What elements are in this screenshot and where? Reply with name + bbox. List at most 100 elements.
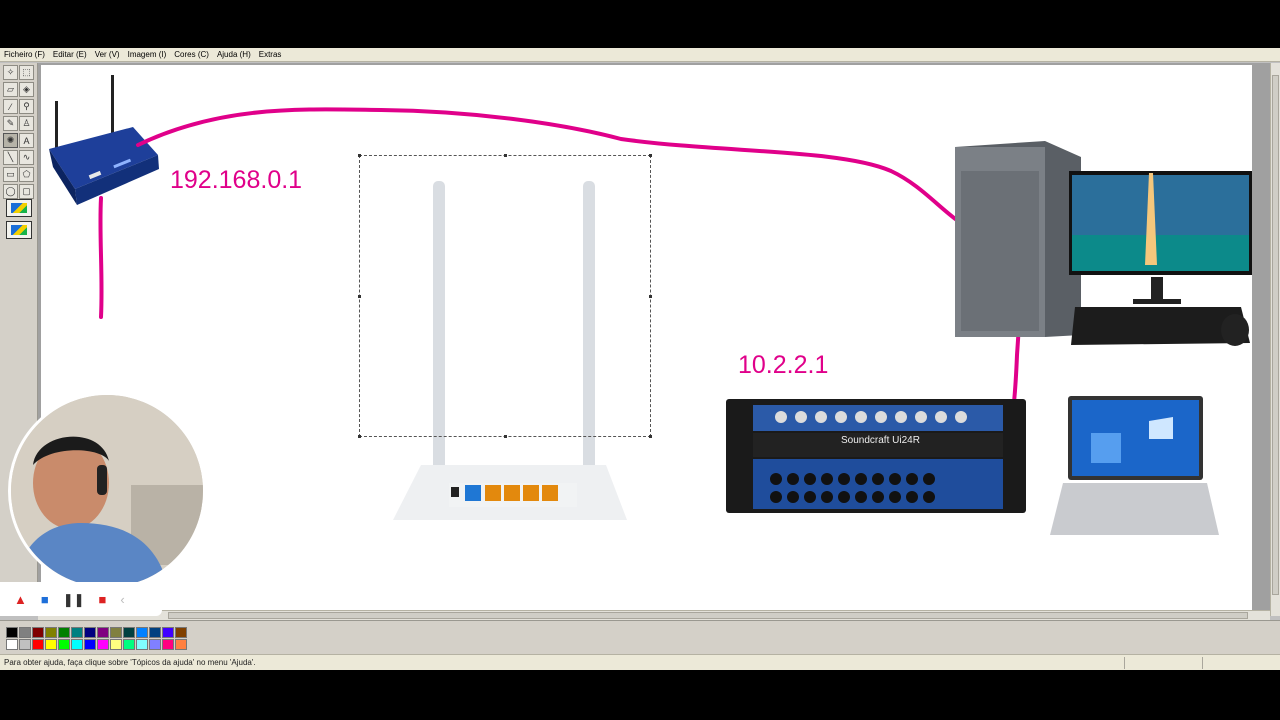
palette-color-swatch[interactable] xyxy=(84,639,96,650)
palette-color-swatch[interactable] xyxy=(136,639,148,650)
tplink-router-image xyxy=(393,181,627,520)
palette-color-swatch[interactable] xyxy=(162,639,174,650)
rounded-rect-icon[interactable]: ▢ xyxy=(19,184,34,199)
selection-handle[interactable] xyxy=(504,435,507,438)
menu-file[interactable]: Ficheiro (F) xyxy=(4,49,45,59)
video-letterbox-bottom xyxy=(0,670,1280,720)
palette-color-swatch[interactable] xyxy=(84,627,96,638)
brush-icon[interactable]: ♙ xyxy=(19,116,34,131)
menu-view[interactable]: Ver (V) xyxy=(94,49,120,59)
palette-color-swatch[interactable] xyxy=(45,639,57,650)
soundcraft-mixer-image: Soundcraft Ui24R xyxy=(726,399,1026,513)
rect-select-icon[interactable]: ⬚ xyxy=(19,65,34,80)
webcam-overlay xyxy=(8,392,206,590)
status-cell-position xyxy=(1124,656,1202,669)
menu-extras[interactable]: Extras xyxy=(258,49,282,59)
cable-router-to-pc xyxy=(136,107,963,225)
laptop-image xyxy=(1050,396,1219,535)
eraser-icon[interactable]: ▱ xyxy=(3,82,18,97)
paint-window: Ficheiro (F) Editar (E) Ver (V) Imagem (… xyxy=(0,48,1280,670)
airbrush-icon[interactable]: ✺ xyxy=(3,133,18,148)
selection-handle[interactable] xyxy=(649,154,652,157)
selection-handle[interactable] xyxy=(649,435,652,438)
toolbox: ✧ ⬚ ▱ ◈ ⁄ ⚲ ✎ ♙ ✺ A ╲ ∿ ▭ ⬠ ◯ ▢ xyxy=(0,63,38,616)
ellipse-icon[interactable]: ◯ xyxy=(3,184,18,199)
color-picker-icon[interactable]: ⁄ xyxy=(3,99,18,114)
rectangle-icon[interactable]: ▭ xyxy=(3,167,18,182)
palette-color-swatch[interactable] xyxy=(136,627,148,638)
menu-colors[interactable]: Cores (C) xyxy=(174,49,209,59)
free-select-icon[interactable]: ✧ xyxy=(3,65,18,80)
mixer-ip-label: 10.2.2.1 xyxy=(738,351,829,379)
palette-color-swatch[interactable] xyxy=(71,627,83,638)
tool-option-transparent[interactable] xyxy=(6,221,32,239)
palette-color-swatch[interactable] xyxy=(123,639,135,650)
palette-color-swatch[interactable] xyxy=(6,639,18,650)
palette-color-swatch[interactable] xyxy=(19,639,31,650)
palette-color-swatch[interactable] xyxy=(32,627,44,638)
horizontal-scrollbar[interactable] xyxy=(38,610,1270,620)
palette-color-swatch[interactable] xyxy=(97,627,109,638)
status-cell-size xyxy=(1202,656,1280,669)
fill-bucket-icon[interactable]: ◈ xyxy=(19,82,34,97)
palette-color-swatch[interactable] xyxy=(110,639,122,650)
collapse-chevron-icon[interactable]: ‹ xyxy=(120,591,125,607)
palette-color-swatch[interactable] xyxy=(71,639,83,650)
transparent-icon xyxy=(11,225,27,235)
palette-swatches xyxy=(6,627,187,650)
line-icon[interactable]: ╲ xyxy=(3,150,18,165)
palette-color-swatch[interactable] xyxy=(162,627,174,638)
tools-grid: ✧ ⬚ ▱ ◈ ⁄ ⚲ ✎ ♙ ✺ A ╲ ∿ ▭ ⬠ ◯ ▢ xyxy=(3,65,35,200)
opaque-icon xyxy=(11,203,27,213)
palette-color-swatch[interactable] xyxy=(110,627,122,638)
selection-handle[interactable] xyxy=(649,295,652,298)
menu-edit[interactable]: Editar (E) xyxy=(52,49,87,59)
selection-handle[interactable] xyxy=(504,154,507,157)
palette-color-swatch[interactable] xyxy=(175,627,187,638)
vertical-scrollbar[interactable] xyxy=(1270,63,1280,616)
webcam-person-image xyxy=(11,395,203,587)
stop-icon[interactable]: ■ xyxy=(98,591,107,607)
palette-color-swatch[interactable] xyxy=(6,627,18,638)
palette-color-swatch[interactable] xyxy=(149,627,161,638)
pencil-icon[interactable]: ✎ xyxy=(3,116,18,131)
status-text: Para obter ajuda, faça clique sobre 'Tóp… xyxy=(4,658,256,667)
curve-icon[interactable]: ∿ xyxy=(19,150,34,165)
polygon-icon[interactable]: ⬠ xyxy=(19,167,34,182)
palette-color-swatch[interactable] xyxy=(97,639,109,650)
recording-controls: ▲ ■ ❚❚ ■ ‹ xyxy=(0,582,162,616)
horizontal-scroll-thumb[interactable] xyxy=(168,612,1248,619)
palette-color-swatch[interactable] xyxy=(45,627,57,638)
selection-handle[interactable] xyxy=(358,295,361,298)
text-icon[interactable]: A xyxy=(19,133,34,148)
tool-option-opaque[interactable] xyxy=(6,199,32,217)
router-ip-label: 192.168.0.1 xyxy=(170,166,303,194)
desktop-pc-image xyxy=(955,141,1252,346)
video-letterbox-top xyxy=(0,0,1280,48)
palette-color-swatch[interactable] xyxy=(19,627,31,638)
color-palette xyxy=(0,620,1280,654)
pause-icon[interactable]: ❚❚ xyxy=(62,591,85,607)
cable-router-down xyxy=(98,196,104,319)
status-bar: Para obter ajuda, faça clique sobre 'Tóp… xyxy=(0,654,1280,670)
magnifier-icon[interactable]: ⚲ xyxy=(19,99,34,114)
camera-icon[interactable]: ■ xyxy=(40,591,49,607)
menu-help[interactable]: Ajuda (H) xyxy=(216,49,251,59)
palette-color-swatch[interactable] xyxy=(58,627,70,638)
selection-handle[interactable] xyxy=(358,435,361,438)
palette-color-swatch[interactable] xyxy=(32,639,44,650)
mixer-brand-text: Soundcraft Ui24R xyxy=(841,435,920,446)
record-app-icon[interactable]: ▲ xyxy=(14,591,27,607)
palette-color-swatch[interactable] xyxy=(149,639,161,650)
palette-color-swatch[interactable] xyxy=(58,639,70,650)
menu-bar: Ficheiro (F) Editar (E) Ver (V) Imagem (… xyxy=(0,48,1280,62)
canvas-drawing: Soundcraft Ui24R xyxy=(49,75,1252,535)
wireless-router-image xyxy=(49,75,159,205)
selection-rectangle[interactable] xyxy=(358,154,652,438)
menu-image[interactable]: Imagem (I) xyxy=(127,49,167,59)
palette-color-swatch[interactable] xyxy=(175,639,187,650)
vertical-scroll-thumb[interactable] xyxy=(1272,75,1279,595)
palette-color-swatch[interactable] xyxy=(123,627,135,638)
selection-handle[interactable] xyxy=(358,154,361,157)
drawing-canvas[interactable]: Soundcraft Ui24R 192.168.0.1 10.2.2.1 xyxy=(41,65,1252,610)
